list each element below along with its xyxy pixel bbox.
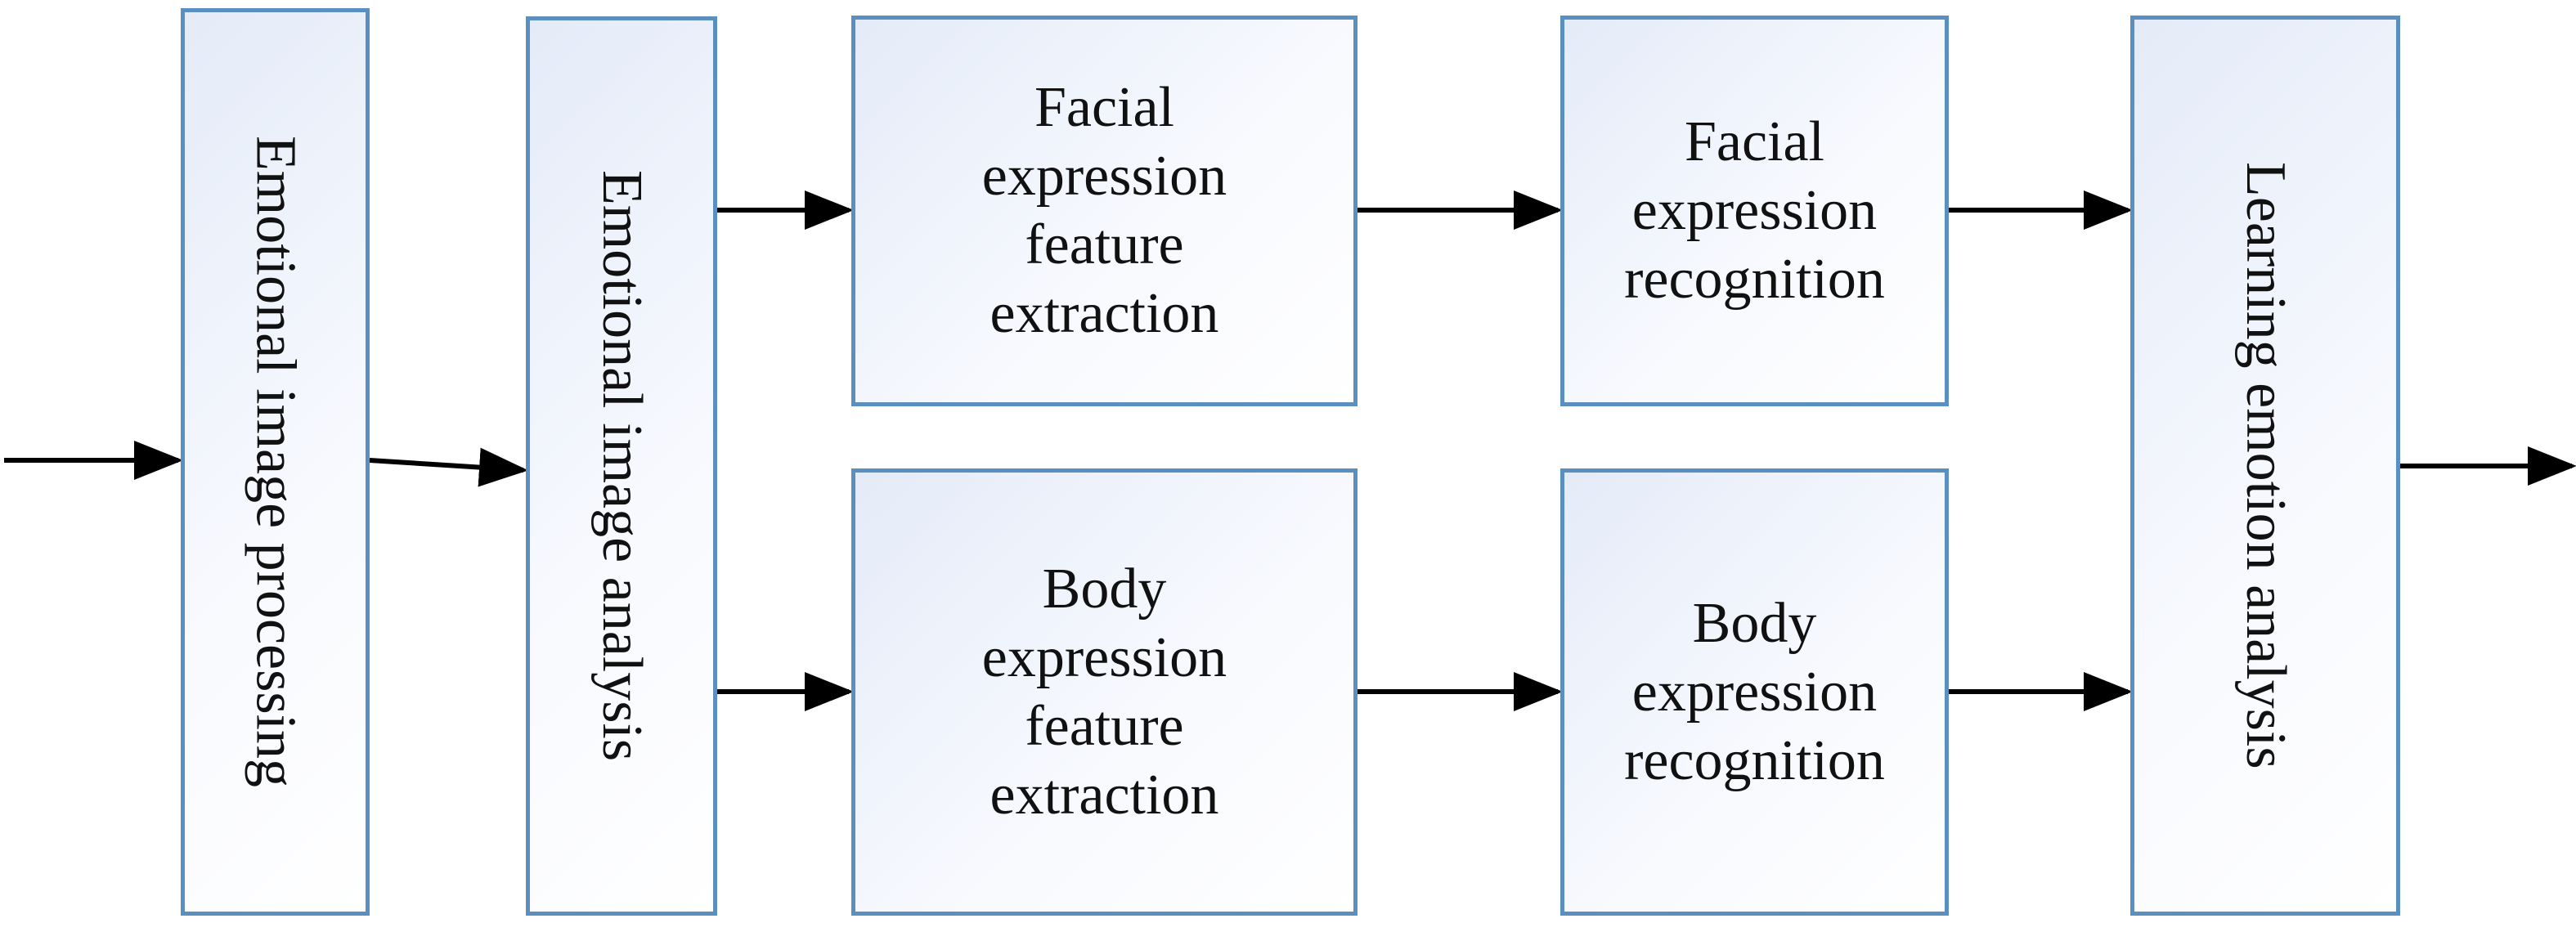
body-recognition-line-1: Body [1692, 591, 1817, 655]
learning-emotion-analysis-label: Learning emotion analysis [2234, 162, 2297, 769]
body-expression-recognition-box: Body expression recognition [1560, 468, 1949, 916]
body-feature-label: Body expression feature extraction [982, 555, 1227, 830]
body-expression-feature-extraction-box: Body expression feature extraction [851, 468, 1358, 916]
facial-feature-line-1: Facial [1034, 76, 1175, 139]
emotional-image-analysis-box: Emotional image analysis [526, 16, 717, 916]
emotional-image-processing-label: Emotional image processing [244, 136, 307, 788]
body-feature-line-2: expression [981, 625, 1227, 689]
emotional-image-analysis-label: Emotional image analysis [590, 170, 653, 762]
body-feature-line-3: feature [1025, 694, 1184, 758]
body-recognition-line-2: expression [1631, 660, 1878, 724]
facial-expression-recognition-box: Facial expression recognition [1560, 16, 1949, 406]
facial-recognition-label: Facial expression recognition [1624, 108, 1885, 314]
arrow-processing-to-analysis [369, 447, 528, 487]
facial-feature-label: Facial expression feature extraction [982, 74, 1227, 348]
body-feature-line-4: extraction [990, 763, 1219, 827]
body-feature-line-1: Body [1042, 557, 1167, 621]
emotional-image-processing-box: Emotional image processing [181, 8, 370, 916]
facial-recognition-line-3: recognition [1624, 248, 1885, 311]
learning-emotion-analysis-box: Learning emotion analysis [2130, 16, 2400, 916]
facial-feature-line-3: feature [1025, 213, 1184, 276]
facial-recognition-line-1: Facial [1684, 110, 1825, 173]
body-recognition-label: Body expression recognition [1624, 589, 1885, 795]
body-recognition-line-3: recognition [1624, 728, 1885, 792]
facial-feature-line-2: expression [981, 145, 1227, 208]
facial-expression-feature-extraction-box: Facial expression feature extraction [851, 16, 1358, 406]
facial-recognition-line-2: expression [1631, 179, 1878, 242]
facial-feature-line-4: extraction [990, 282, 1219, 345]
